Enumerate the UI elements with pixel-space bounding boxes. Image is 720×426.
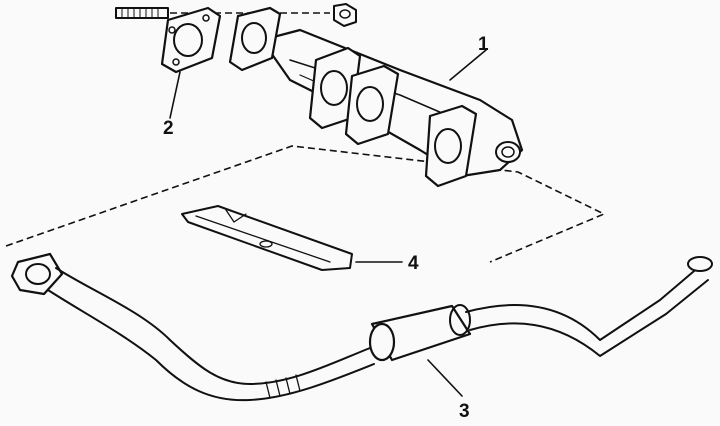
exhaust-manifold xyxy=(228,6,524,188)
label-1: 1 xyxy=(478,34,489,55)
label-3: 3 xyxy=(459,401,470,422)
leader-line-2 xyxy=(169,71,181,119)
manifold-gasket xyxy=(160,6,222,74)
stud-bolt xyxy=(115,7,169,19)
label-2: 2 xyxy=(163,118,174,139)
heat-shield xyxy=(181,205,353,271)
assembly-boundary xyxy=(5,145,606,263)
label-4: 4 xyxy=(408,253,419,274)
nut xyxy=(333,3,357,27)
leader-line-3 xyxy=(427,359,463,397)
leader-line-1 xyxy=(449,49,487,81)
exhaust-pipe-assembly xyxy=(10,252,713,402)
